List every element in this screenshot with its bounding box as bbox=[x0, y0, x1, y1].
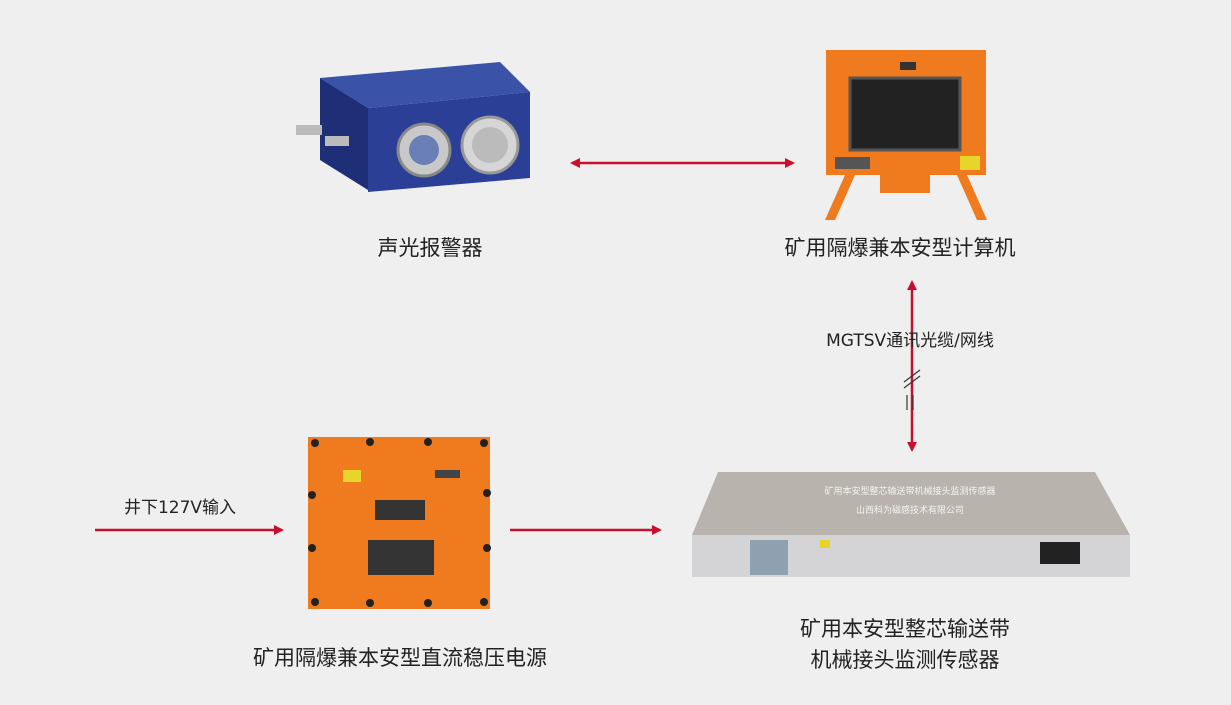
input-label: 井下127V输入 bbox=[123, 498, 237, 518]
cable-break-mark bbox=[903, 369, 921, 410]
power-label: 矿用隔爆兼本安型直流稳压电源 bbox=[253, 646, 547, 670]
sensor-plate-line1: 矿用本安型整芯输送带机械接头监测传感器 bbox=[824, 487, 996, 497]
sensor-plate-line2: 山西科为磁感技术有限公司 bbox=[855, 506, 964, 516]
sensor-label-line2: 机械接头监测传感器 bbox=[810, 648, 1000, 672]
sensor-device-image bbox=[692, 472, 1130, 577]
computer-device-image bbox=[825, 50, 987, 220]
sensor-label: 矿用本安型整芯输送带 机械接头监测传感器 bbox=[755, 614, 1055, 676]
sensor-label-line1: 矿用本安型整芯输送带 bbox=[800, 617, 1010, 641]
power-device-image bbox=[308, 437, 491, 609]
alarm-label: 声光报警器 bbox=[377, 236, 483, 260]
cable-label: MGTSV通讯光缆/网线 bbox=[826, 331, 994, 351]
sensor-plate-text: 矿用本安型整芯输送带机械接头监测传感器 山西科为磁感技术有限公司 bbox=[780, 483, 1040, 521]
computer-label: 矿用隔爆兼本安型计算机 bbox=[784, 236, 1016, 260]
alarm-device-image bbox=[296, 62, 530, 192]
